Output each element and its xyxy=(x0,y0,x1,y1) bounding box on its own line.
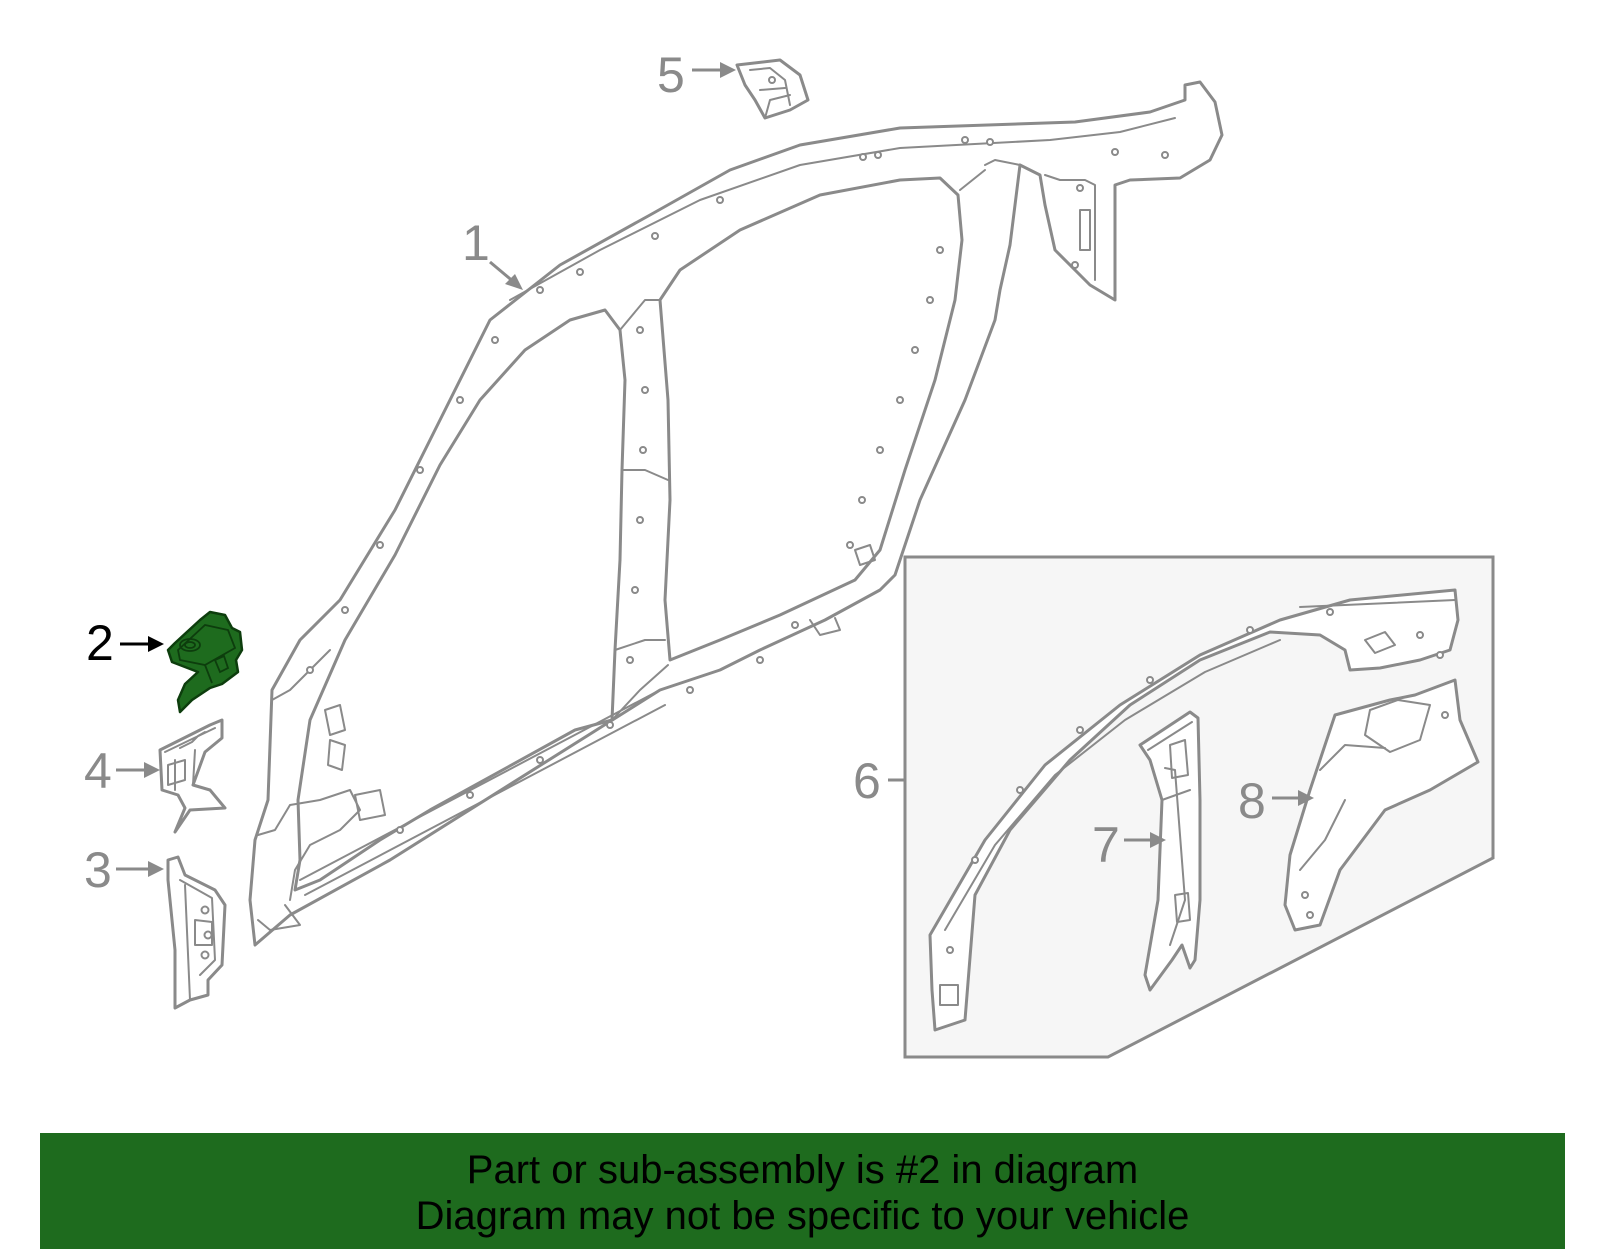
svg-text:1: 1 xyxy=(462,215,490,271)
svg-text:4: 4 xyxy=(84,743,112,799)
svg-text:7: 7 xyxy=(1092,817,1120,873)
callout-8: 8 xyxy=(1238,773,1314,829)
part-2-bracket-highlighted[interactable] xyxy=(166,610,244,714)
part-7-inner-pillar[interactable] xyxy=(1138,710,1202,992)
svg-text:8: 8 xyxy=(1238,773,1266,829)
callout-3: 3 xyxy=(84,842,164,898)
part-1-body-side-frame[interactable] xyxy=(248,80,1224,947)
callout-6: 6 xyxy=(853,753,905,809)
part-5-roof-bracket[interactable] xyxy=(735,58,810,120)
svg-text:6: 6 xyxy=(853,753,881,809)
banner-line-2: Diagram may not be specific to your vehi… xyxy=(415,1194,1190,1238)
callout-5: 5 xyxy=(657,47,736,103)
part-3-pillar-reinforcement[interactable] xyxy=(166,855,227,1010)
banner-line-1: Part or sub-assembly is #2 in diagram xyxy=(466,1148,1139,1192)
callout-4: 4 xyxy=(84,743,160,799)
part-8-wheelhouse[interactable] xyxy=(1283,678,1480,932)
callout-2: 2 xyxy=(86,615,164,671)
part-6-inner-arch-panel[interactable] xyxy=(928,588,1460,1032)
callout-1: 1 xyxy=(462,215,523,290)
svg-text:2: 2 xyxy=(86,615,114,671)
svg-text:5: 5 xyxy=(657,47,685,103)
svg-text:3: 3 xyxy=(84,842,112,898)
part-4-bracket[interactable] xyxy=(158,718,227,834)
info-banner: Part or sub-assembly is #2 in diagram Di… xyxy=(40,1133,1565,1249)
callout-7: 7 xyxy=(1092,817,1166,873)
